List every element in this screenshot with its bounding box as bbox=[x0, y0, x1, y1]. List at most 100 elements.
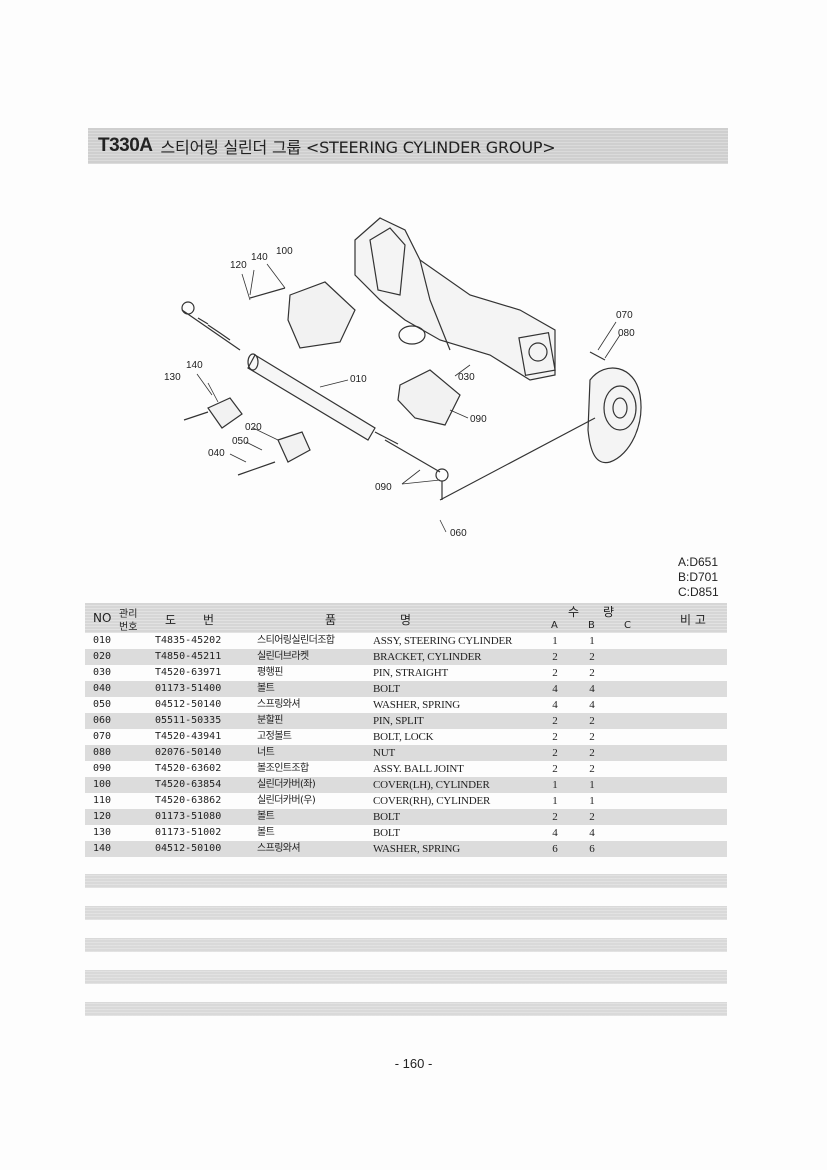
model-b: B:D701 bbox=[678, 570, 719, 584]
empty-row-band bbox=[85, 874, 727, 888]
row-korean-name: 분할핀 bbox=[257, 715, 283, 726]
row-part-number: T4835-45202 bbox=[155, 635, 222, 646]
row-qty-a: 4 bbox=[552, 683, 558, 695]
row-qty-a: 2 bbox=[552, 651, 558, 663]
row-english-name: BOLT bbox=[373, 827, 400, 839]
header-drawing-2: 번 bbox=[203, 613, 215, 627]
row-korean-name: 실린더브라켓 bbox=[257, 651, 309, 662]
row-korean-name: 스프링와셔 bbox=[257, 699, 301, 710]
row-no: 060 bbox=[93, 715, 112, 726]
row-part-number: 04512-50100 bbox=[155, 843, 222, 854]
row-no: 140 bbox=[93, 843, 112, 854]
row-qty-a: 4 bbox=[552, 827, 558, 839]
table-row: 010 T4835-45202 스티어링실린더조합 ASSY, STEERING… bbox=[85, 633, 727, 649]
model-c: C:D851 bbox=[678, 585, 719, 599]
row-english-name: BOLT bbox=[373, 811, 400, 823]
callout-040: 040 bbox=[208, 448, 225, 459]
header-remark: 비 고 bbox=[680, 613, 706, 627]
table-row: 100 T4520-63854 실린더카버(좌) COVER(LH), CYLI… bbox=[85, 777, 727, 793]
row-korean-name: 너트 bbox=[257, 747, 275, 758]
callout-090: 090 bbox=[375, 482, 392, 493]
row-qty-b: 2 bbox=[589, 715, 595, 727]
callout-100: 090 bbox=[470, 414, 487, 425]
table-row: 070 T4520-43941 고정볼트 BOLT, LOCK 2 2 bbox=[85, 729, 727, 745]
row-english-name: NUT bbox=[373, 747, 396, 759]
header-qty-b: B bbox=[588, 620, 595, 631]
row-qty-b: 1 bbox=[589, 779, 595, 791]
row-part-number: 02076-50140 bbox=[155, 747, 222, 758]
row-korean-name: 볼트 bbox=[257, 811, 275, 822]
table-row: 060 05511-50335 분할핀 PIN, SPLIT 2 2 bbox=[85, 713, 727, 729]
row-english-name: PIN, STRAIGHT bbox=[373, 667, 449, 679]
page-title-bar: T330A 스티어링 실린더 그룹 <STEERING CYLINDER GRO… bbox=[88, 128, 728, 164]
header-qty-2: 량 bbox=[603, 605, 615, 619]
callout-140-top: 140 bbox=[251, 252, 268, 263]
header-mgmt-top: 관리 bbox=[119, 609, 138, 620]
group-code: T330A bbox=[98, 135, 153, 156]
row-qty-a: 2 bbox=[552, 715, 558, 727]
row-qty-a: 2 bbox=[552, 667, 558, 679]
row-qty-a: 2 bbox=[552, 747, 558, 759]
row-part-number: T4520-63971 bbox=[155, 667, 222, 678]
row-part-number: T4850-45211 bbox=[155, 651, 222, 662]
row-no: 080 bbox=[93, 747, 112, 758]
callout-130: 130 bbox=[164, 372, 181, 383]
row-part-number: 05511-50335 bbox=[155, 715, 222, 726]
exploded-parts-diagram: 100 140 120 010 140 130 020 050 040 030 … bbox=[164, 217, 642, 539]
header-name-2: 명 bbox=[400, 613, 412, 627]
row-korean-name: 스프링와셔 bbox=[257, 843, 301, 854]
row-no: 040 bbox=[93, 683, 112, 694]
row-qty-b: 4 bbox=[589, 827, 595, 839]
row-qty-b: 2 bbox=[589, 667, 595, 679]
row-english-name: COVER(LH), CYLINDER bbox=[373, 779, 490, 791]
parts-table-header: NO 관리 번호 도 번 품 명 수 량 A B C 비 고 bbox=[85, 603, 727, 633]
table-row: 050 04512-50140 스프링와셔 WASHER, SPRING 4 4 bbox=[85, 697, 727, 713]
callout-140-left: 140 bbox=[186, 360, 203, 371]
table-row: 040 01173-51400 볼트 BOLT 4 4 bbox=[85, 681, 727, 697]
row-english-name: COVER(RH), CYLINDER bbox=[373, 795, 491, 807]
row-qty-b: 1 bbox=[589, 635, 595, 647]
row-no: 120 bbox=[93, 811, 112, 822]
row-no: 130 bbox=[93, 827, 112, 838]
row-qty-a: 1 bbox=[552, 795, 558, 807]
row-part-number: 01173-51080 bbox=[155, 811, 222, 822]
row-qty-b: 2 bbox=[589, 763, 595, 775]
row-no: 090 bbox=[93, 763, 112, 774]
row-qty-a: 1 bbox=[552, 779, 558, 791]
header-qty-1: 수 bbox=[568, 605, 580, 619]
table-row: 030 T4520-63971 평행핀 PIN, STRAIGHT 2 2 bbox=[85, 665, 727, 681]
row-part-number: T4520-63602 bbox=[155, 763, 222, 774]
callout-060: 060 bbox=[450, 528, 467, 539]
row-qty-a: 6 bbox=[552, 843, 558, 855]
callout-030: 030 bbox=[458, 372, 475, 383]
parts-table-body: 010 T4835-45202 스티어링실린더조합 ASSY, STEERING… bbox=[85, 633, 727, 857]
row-no: 010 bbox=[93, 635, 112, 646]
row-qty-b: 4 bbox=[589, 683, 595, 695]
callout-070: 070 bbox=[616, 310, 633, 321]
row-qty-a: 2 bbox=[552, 763, 558, 775]
table-row: 110 T4520-63862 실린더카버(우) COVER(RH), CYLI… bbox=[85, 793, 727, 809]
table-row: 120 01173-51080 볼트 BOLT 2 2 bbox=[85, 809, 727, 825]
row-part-number: T4520-63854 bbox=[155, 779, 222, 790]
header-qty-c: C bbox=[624, 620, 631, 631]
row-english-name: BOLT, LOCK bbox=[373, 731, 434, 743]
row-english-name: ASSY, STEERING CYLINDER bbox=[373, 635, 513, 647]
callout-010: 010 bbox=[350, 374, 367, 385]
row-korean-name: 실린더카버(우) bbox=[257, 795, 316, 806]
empty-row-band bbox=[85, 1002, 727, 1016]
callout-050: 050 bbox=[232, 436, 249, 447]
row-qty-a: 2 bbox=[552, 811, 558, 823]
header-drawing-1: 도 bbox=[165, 613, 177, 627]
page-number: - 160 - bbox=[394, 1056, 433, 1071]
header-no: NO bbox=[93, 611, 112, 625]
row-no: 020 bbox=[93, 651, 112, 662]
row-qty-b: 2 bbox=[589, 811, 595, 823]
row-no: 030 bbox=[93, 667, 112, 678]
empty-row-band bbox=[85, 906, 727, 920]
callout-020: 020 bbox=[245, 422, 262, 433]
row-part-number: 04512-50140 bbox=[155, 699, 222, 710]
model-a: A:D651 bbox=[678, 555, 719, 569]
row-part-number: T4520-63862 bbox=[155, 795, 222, 806]
callout-080: 080 bbox=[618, 328, 635, 339]
callout-110: 100 bbox=[276, 246, 293, 257]
